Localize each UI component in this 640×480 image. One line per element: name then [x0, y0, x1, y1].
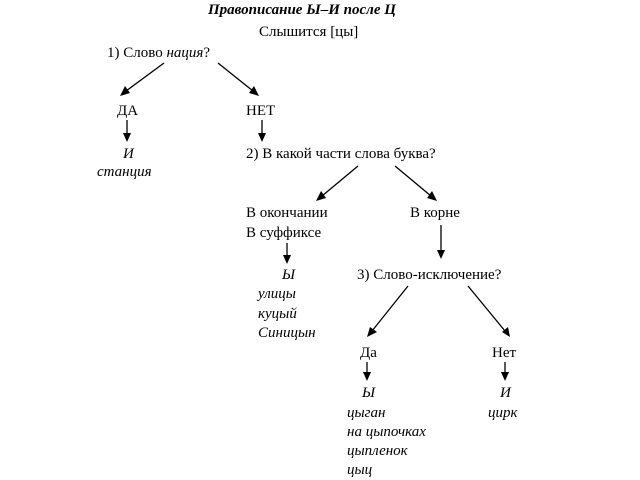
arrow-q3-to-exc-no	[467, 285, 510, 337]
exception-no-letter: И	[500, 385, 511, 401]
arrow-yes-to-i	[123, 120, 131, 142]
yes-example: станция	[97, 164, 152, 180]
arrow-q1-to-no	[217, 62, 259, 96]
exception-yes-example-1: цыган	[347, 405, 386, 421]
arrow-q2-to-ending	[316, 165, 359, 201]
question-2: 2) В какой части слова буква?	[246, 146, 436, 162]
exception-yes-example-4: цыц	[347, 462, 373, 478]
suffix-example-1: улицы	[258, 286, 296, 302]
arrow-q1-to-yes	[120, 62, 165, 96]
exception-yes-letter: Ы	[362, 385, 376, 401]
question-3: 3) Слово-исключение?	[357, 267, 502, 283]
arrow-q2-to-root	[394, 165, 437, 201]
arrow-exc-yes-to-y	[363, 362, 371, 381]
yes-letter: И	[123, 146, 134, 162]
arrow-root-to-q3	[437, 225, 445, 259]
exception-yes-example-2: на цыпочках	[347, 424, 426, 440]
suffix-letter: Ы	[282, 267, 296, 283]
diagram-subtitle: Слышится [цы]	[259, 24, 359, 40]
suffix-example-3: Синицын	[258, 325, 316, 341]
question-1-suffix: ?	[203, 45, 211, 61]
branch-ending: В окончании	[246, 205, 328, 221]
exception-no: Нет	[492, 345, 517, 361]
answer-yes: ДА	[117, 103, 139, 119]
question-1-prefix: 1) Слово	[107, 45, 167, 61]
branch-root: В корне	[410, 205, 460, 221]
suffix-example-2: куцый	[258, 306, 297, 322]
exception-yes: Да	[360, 345, 377, 361]
arrow-exc-no-to-i	[501, 362, 509, 381]
question-1: 1) Слово нация?	[107, 44, 210, 62]
exception-no-example: цирк	[488, 405, 518, 421]
question-1-word: нация	[166, 45, 204, 61]
arrow-q3-to-exc-yes	[367, 285, 409, 337]
arrow-no-to-q2	[258, 120, 266, 142]
answer-no: НЕТ	[246, 103, 276, 119]
branch-suffix: В суффиксе	[246, 225, 322, 241]
exception-yes-example-3: цыпленок	[347, 443, 408, 459]
diagram-title: Правописание Ы–И после Ц	[208, 2, 396, 18]
arrow-suffix-to-y	[283, 243, 291, 264]
